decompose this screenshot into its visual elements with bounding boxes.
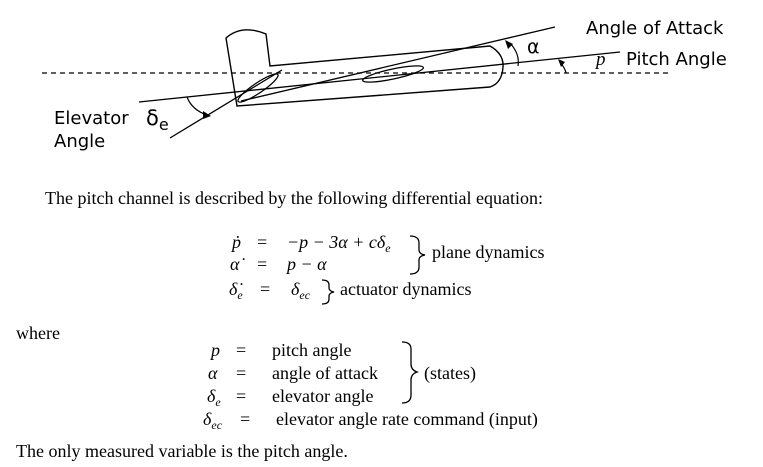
plane-dynamics-label: plane dynamics — [432, 242, 545, 262]
delta-subscript: e — [158, 115, 169, 134]
wing-ellipse-front — [362, 65, 424, 83]
eq3-lhs-sub: e — [237, 288, 243, 302]
airplane-fuselage — [225, 29, 504, 107]
delta-e-symbol: δe — [146, 106, 169, 134]
angle-of-attack-label: Angle of Attack — [586, 18, 724, 39]
velocity-line — [240, 26, 556, 102]
def3-symbol-main: δ — [207, 386, 216, 406]
def4-equals: = — [240, 409, 251, 429]
pitch-arrowhead — [558, 59, 565, 67]
def1-symbol: p — [211, 340, 220, 360]
def2-symbol: α — [208, 363, 218, 383]
intro-sentence: The pitch channel is described by the fo… — [45, 188, 544, 208]
def3-symbol: δe — [207, 386, 221, 409]
def1-equals: = — [236, 340, 247, 360]
eq1-rhs: −p − 3α + cδe — [287, 232, 391, 255]
eq3-rhs-sub: ec — [299, 288, 311, 302]
where-word: where — [16, 323, 60, 343]
def1-text: pitch angle — [272, 340, 352, 360]
eq3-equals: = — [260, 279, 271, 299]
def3-equals: = — [236, 386, 247, 406]
eq3-lhs-main: δ̇ — [229, 279, 238, 299]
angle-label: Angle — [54, 131, 106, 152]
brace-actuator-dynamics — [321, 279, 335, 305]
pitch-p-symbol: p — [596, 49, 606, 70]
def2-equals: = — [236, 363, 247, 383]
def2-text: angle of attack — [272, 363, 378, 383]
def4-text: elevator angle rate command (input) — [276, 409, 538, 429]
def4-symbol: δec — [203, 409, 223, 432]
final-sentence: The only measured variable is the pitch … — [16, 441, 348, 461]
eq2-rhs: p − α — [287, 254, 327, 274]
eq2-lhs: α̇ — [230, 254, 240, 274]
def3-symbol-sub: e — [215, 395, 221, 409]
def4-symbol-main: δ — [203, 409, 212, 429]
eq3-rhs: δec — [291, 279, 311, 302]
brace-states — [401, 341, 420, 404]
eq2-equals: = — [257, 254, 268, 274]
elevator-arrowhead — [203, 111, 211, 119]
wing-ellipse-rear — [237, 73, 279, 103]
eq1-rhs-main: −p − 3α + cδ — [287, 232, 386, 252]
eq3-lhs: δ̇e — [229, 279, 243, 302]
brace-plane-dynamics — [409, 235, 426, 275]
eq1-equals: = — [257, 232, 268, 252]
eq1-lhs: ṗ — [232, 232, 241, 252]
def4-symbol-sub: ec — [211, 418, 223, 432]
actuator-dynamics-label: actuator dynamics — [340, 279, 472, 299]
elevator-label: Elevator — [54, 108, 129, 129]
eq3-rhs-main: δ — [291, 279, 300, 299]
states-label: (states) — [424, 363, 476, 383]
alpha-arrowhead — [505, 40, 513, 49]
alpha-symbol: α — [527, 36, 540, 58]
delta-symbol: δ — [146, 106, 159, 130]
elevator-line — [169, 69, 283, 139]
body-axis-line — [138, 51, 621, 103]
eq1-rhs-sub: e — [385, 241, 391, 255]
pitch-angle-label: Pitch Angle — [626, 49, 727, 70]
def3-text: elevator angle — [272, 386, 374, 406]
